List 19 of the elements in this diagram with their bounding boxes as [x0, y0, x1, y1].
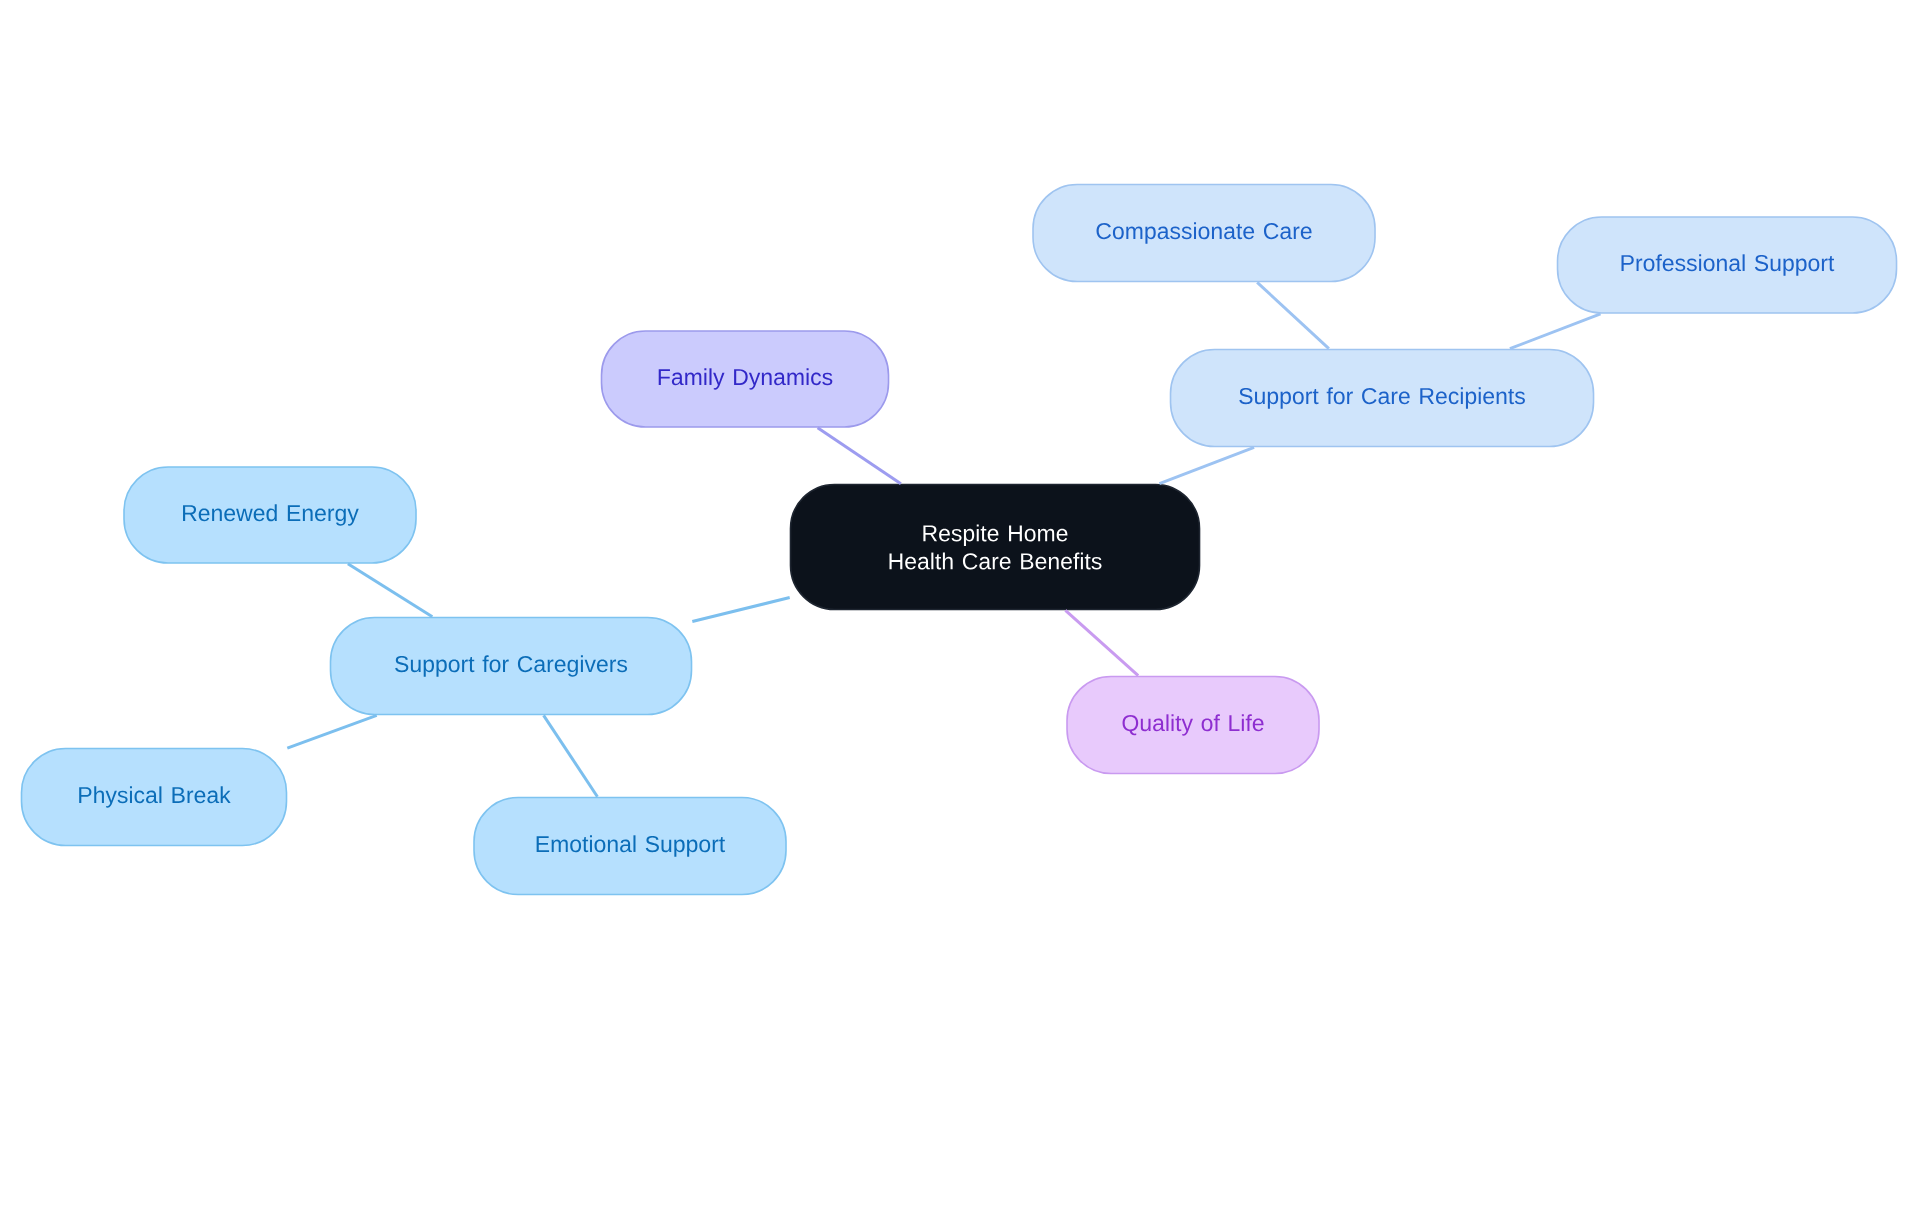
connector-line: [286, 713, 378, 750]
topic-box: Professional Support: [1556, 216, 1898, 314]
topic-box: Emotional Support: [473, 796, 787, 896]
topic-box: Physical Break: [20, 747, 288, 847]
connector-line: [347, 562, 434, 618]
connector-line: [816, 426, 902, 485]
connector-line: [1256, 281, 1330, 350]
center-topic-box: Respite Home Health Care Benefits: [789, 483, 1201, 611]
connector-line: [1064, 609, 1140, 677]
topic-box: Quality of Life: [1066, 675, 1320, 775]
topic-box: Support for Care Recipients: [1169, 348, 1595, 448]
topic-box: Compassionate Care: [1032, 183, 1376, 283]
topic-box: Family Dynamics: [600, 330, 890, 428]
connector-line: [691, 596, 791, 623]
topic-box: Support for Caregivers: [329, 616, 693, 716]
connector-line: [542, 714, 599, 798]
topic-box: Renewed Energy: [123, 466, 417, 564]
connector-line: [1509, 312, 1602, 351]
connector-line: [1158, 445, 1255, 486]
